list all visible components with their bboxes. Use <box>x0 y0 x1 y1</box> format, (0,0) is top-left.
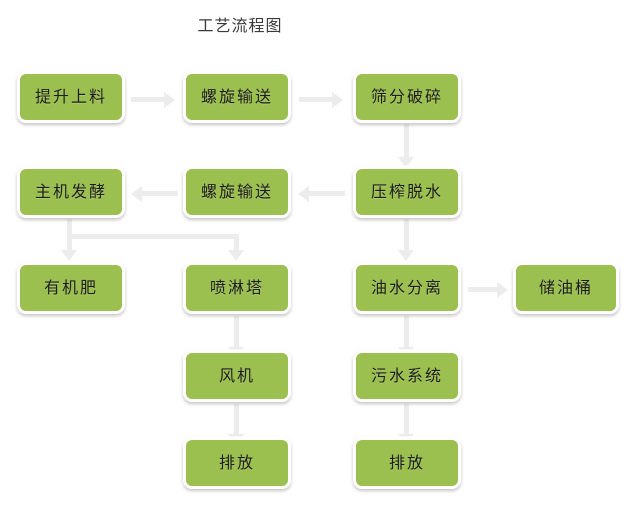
node-wushui-xitong[interactable]: 污水系统 <box>353 350 461 402</box>
node-yazha-tuoshui[interactable]: 压榨脱水 <box>353 166 461 218</box>
edge-line-shaifen-to-yazha <box>404 124 409 158</box>
node-label: 螺旋输送 <box>200 87 273 106</box>
node-label: 提升上料 <box>34 87 107 106</box>
node-label: 排放 <box>388 453 425 472</box>
edge-arrow-youshui-to-chuyou <box>497 282 508 298</box>
edge-line-yazha-to-youshui <box>404 219 409 252</box>
edge-line-youshui-to-chuyou <box>468 287 498 292</box>
node-label: 油水分离 <box>370 278 443 297</box>
node-label: 储油桶 <box>538 278 593 297</box>
edge-line-tisheng-to-luoxuan1 <box>131 97 165 102</box>
node-label: 主机发酵 <box>34 182 107 201</box>
node-youjifei[interactable]: 有机肥 <box>17 262 125 314</box>
edge-line-luoxuan1-to-shaifen <box>299 97 333 102</box>
node-label: 喷淋塔 <box>209 278 264 297</box>
edge-line-zhuji-stub <box>67 219 72 237</box>
node-tisheng-shangliao[interactable]: 提升上料 <box>17 71 125 123</box>
edge-line-youshui-to-wushui <box>404 316 409 349</box>
node-label: 排放 <box>218 453 255 472</box>
node-label: 污水系统 <box>370 366 443 385</box>
node-label: 压榨脱水 <box>370 182 443 201</box>
edge-arrow-zhuji-to-youjifei <box>61 250 77 261</box>
edge-arrow-tisheng-to-luoxuan1 <box>164 92 175 108</box>
edge-arrow-luoxuan1-to-shaifen <box>332 92 343 108</box>
node-zhuji-fajiao[interactable]: 主机发酵 <box>17 166 125 218</box>
edge-line-zhuji-to-youjifei <box>67 234 72 252</box>
node-luoxuan-shusong-1[interactable]: 螺旋输送 <box>183 71 291 123</box>
node-fengji[interactable]: 风机 <box>183 350 291 402</box>
edge-line-zhuji-to-penlinta <box>234 234 239 252</box>
edge-line-wushui-to-paifang <box>404 404 409 437</box>
edge-line-zhuji-elbow-horizontal <box>67 234 239 239</box>
edge-line-penlinta-to-fengji <box>234 316 239 349</box>
node-penlinta[interactable]: 喷淋塔 <box>183 262 291 314</box>
node-youshui-fenli[interactable]: 油水分离 <box>353 262 461 314</box>
node-chuyoutong[interactable]: 储油桶 <box>513 262 619 314</box>
edge-line-yazha-to-luoxuan2 <box>307 191 345 196</box>
edge-arrow-luoxuan2-to-zhuji <box>131 186 142 202</box>
edge-line-fengji-to-paifang <box>234 404 239 437</box>
node-paifang-left[interactable]: 排放 <box>183 437 291 489</box>
node-label: 有机肥 <box>43 278 98 297</box>
node-label: 螺旋输送 <box>200 182 273 201</box>
node-shaifen-posui[interactable]: 筛分破碎 <box>353 71 461 123</box>
edge-arrow-yazha-to-luoxuan2 <box>298 186 309 202</box>
page-title: 工艺流程图 <box>197 16 283 35</box>
edge-arrow-zhuji-to-penlinta <box>228 250 244 261</box>
node-label: 风机 <box>218 366 255 385</box>
edge-line-luoxuan2-to-zhuji <box>140 191 178 196</box>
node-paifang-right[interactable]: 排放 <box>353 437 461 489</box>
node-label: 筛分破碎 <box>370 87 443 106</box>
node-luoxuan-shusong-2[interactable]: 螺旋输送 <box>183 166 291 218</box>
edge-arrow-yazha-to-youshui <box>398 250 414 261</box>
